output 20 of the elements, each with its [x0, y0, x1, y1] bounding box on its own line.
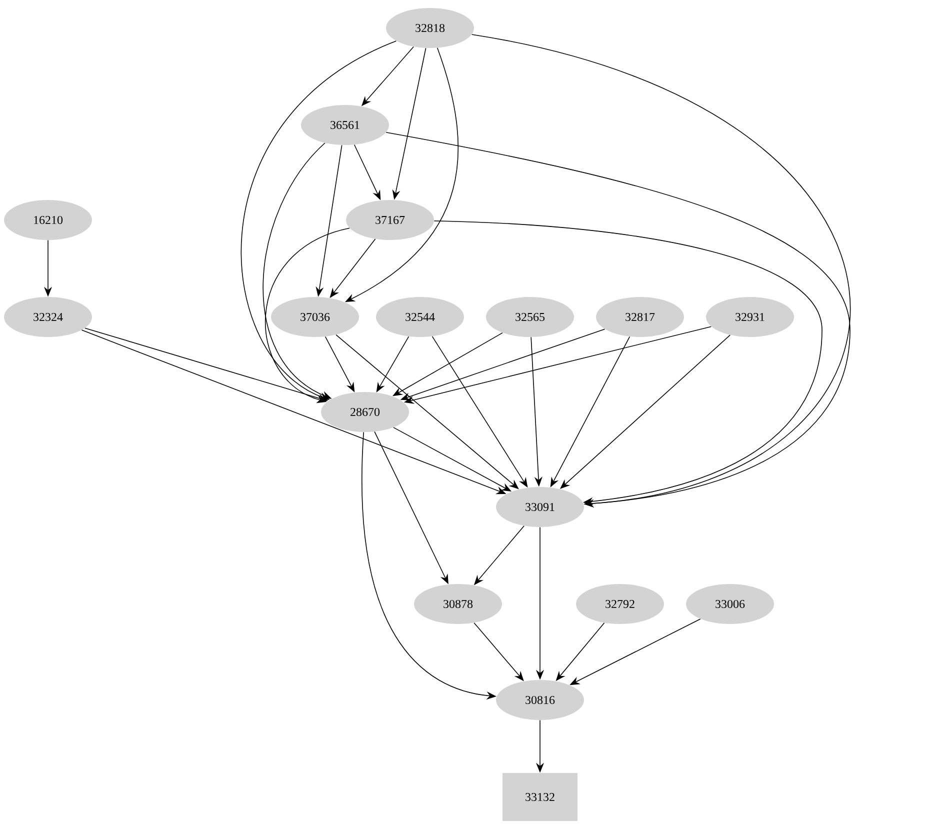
ellipse-node: 32931 — [706, 297, 794, 337]
ellipse-node: 30816 — [496, 680, 584, 720]
ellipse-node: 33091 — [496, 487, 584, 527]
ellipse-node: 32324 — [4, 297, 92, 337]
ellipse-node: 37036 — [271, 297, 359, 337]
arrow — [241, 40, 397, 400]
ellipse-node: 32544 — [376, 297, 464, 337]
ellipse-node: 16210 — [4, 200, 92, 240]
ellipse-node: 32565 — [486, 297, 574, 337]
arrow — [434, 220, 822, 506]
ellipse-node: 33006 — [686, 584, 774, 624]
ellipse-node: 32817 — [596, 297, 684, 337]
ellipse-node: 28670 — [321, 392, 409, 432]
arrow — [386, 132, 850, 508]
ellipse-node: 36561 — [301, 105, 389, 145]
ellipse-node: 37167 — [346, 200, 434, 240]
ellipse-node: 30878 — [414, 584, 502, 624]
box-node: 33132 — [502, 773, 578, 821]
ellipse-node: 32818 — [386, 8, 474, 48]
ellipse-node: 32792 — [576, 584, 664, 624]
